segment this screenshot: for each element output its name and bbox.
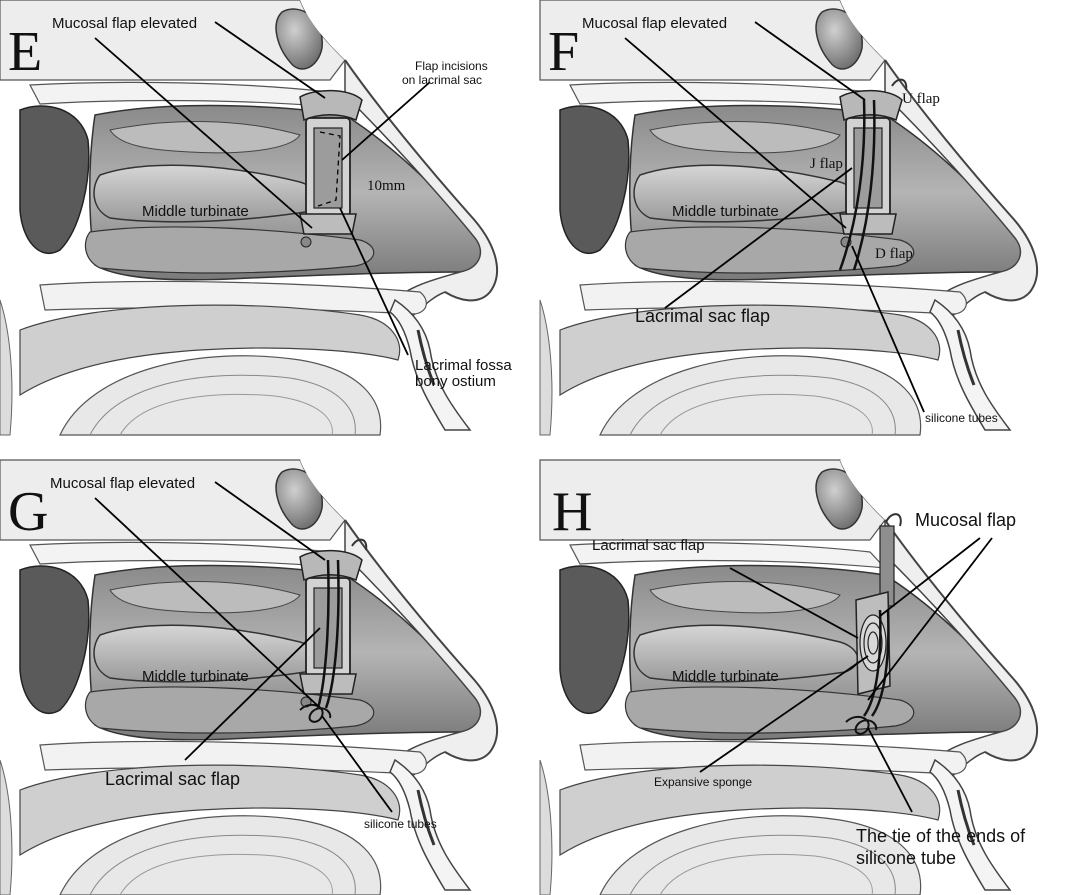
label-expansive-sponge: Expansive sponge bbox=[654, 775, 752, 789]
label-u-flap: U flap bbox=[902, 91, 940, 107]
label-lacrimal-sac-flap: Lacrimal sac flap bbox=[105, 769, 240, 789]
label-bony-ostium: bony ostium bbox=[415, 373, 496, 390]
label-silicone-tubes: silicone tubes bbox=[925, 411, 998, 425]
panel-letter-h: H bbox=[552, 481, 592, 543]
panel-e: E Mucosal flap elevated Flap incisions o… bbox=[0, 0, 520, 435]
label-d-flap: D flap bbox=[875, 246, 913, 262]
panel-g: G Mucosal flap elevated Middle turbinate… bbox=[0, 460, 520, 895]
label-middle-turbinate: Middle turbinate bbox=[142, 203, 249, 220]
label-lacrimal-fossa: Lacrimal fossa bbox=[415, 357, 512, 374]
label-silicone-tube: silicone tube bbox=[856, 848, 956, 868]
label-mucosal-flap: Mucosal flap elevated bbox=[50, 475, 195, 492]
panel-letter-f: F bbox=[548, 21, 579, 83]
label-tie-ends: The tie of the ends of bbox=[856, 826, 1026, 846]
label-j-flap: J flap bbox=[810, 156, 843, 172]
panel-letter-g: G bbox=[8, 481, 48, 543]
panel-h: H Mucosal flap Lacrimal sac flap Middle … bbox=[540, 460, 1060, 895]
label-flap-incisions-2: on lacrimal sac bbox=[402, 73, 482, 87]
label-lacrimal-sac-flap: Lacrimal sac flap bbox=[592, 537, 705, 554]
label-middle-turbinate: Middle turbinate bbox=[672, 203, 779, 220]
label-mucosal-flap: Mucosal flap bbox=[915, 510, 1016, 530]
label-lacrimal-sac-flap: Lacrimal sac flap bbox=[635, 306, 770, 326]
label-middle-turbinate: Middle turbinate bbox=[142, 668, 249, 685]
label-mucosal-flap: Mucosal flap elevated bbox=[582, 15, 727, 32]
label-middle-turbinate: Middle turbinate bbox=[672, 668, 779, 685]
label-silicone-tubes: silicone tubes bbox=[364, 817, 437, 831]
label-mucosal-flap: Mucosal flap elevated bbox=[52, 15, 197, 32]
panel-f: F Mucosal flap elevated U flap J flap Mi… bbox=[540, 0, 1060, 435]
label-measure: 10mm bbox=[367, 178, 406, 194]
label-flap-incisions: Flap incisions bbox=[415, 59, 488, 73]
panel-letter-e: E bbox=[8, 21, 42, 83]
